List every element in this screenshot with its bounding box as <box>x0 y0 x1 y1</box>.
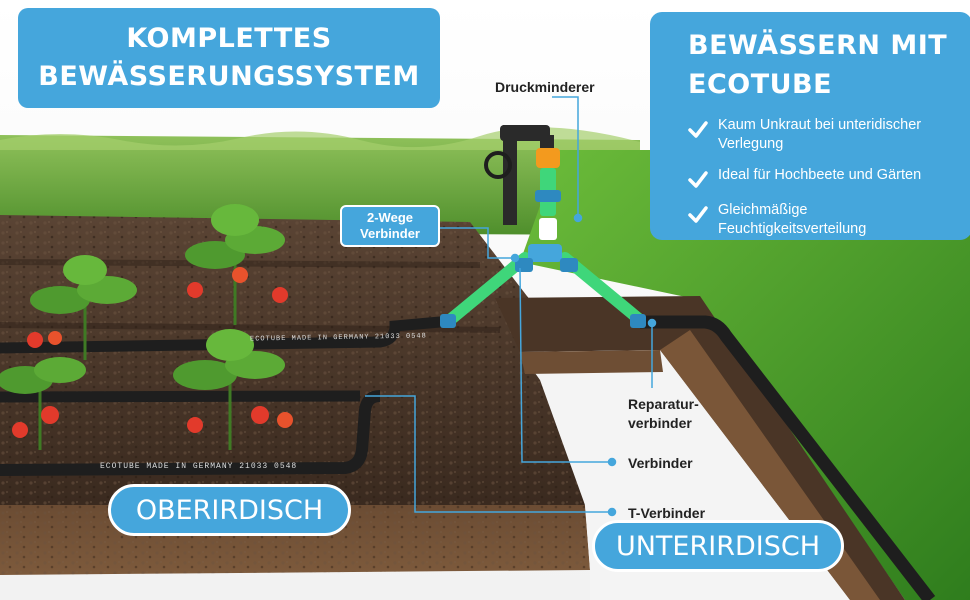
aboveground-badge: OBERIRDISCH <box>108 484 351 536</box>
lawn <box>520 150 970 600</box>
benefit-text: Gleichmäßige <box>718 202 808 218</box>
benefit-text: Ideal für Hochbeete und Gärten <box>718 167 922 183</box>
repair-label-line-2: verbinder <box>628 415 692 431</box>
benefit-text: Verlegung <box>718 136 784 152</box>
repair-connector-label: Reparatur- verbinder <box>628 395 699 433</box>
hose-underground <box>640 315 936 600</box>
repair-label-line-1: Reparatur- <box>628 396 699 412</box>
check-icon <box>688 206 708 223</box>
t-connector-label: T-Verbinder <box>628 505 706 521</box>
benefit-text: Kaum Unkraut bei unteridischer <box>718 117 922 133</box>
tomato-plants <box>0 204 293 450</box>
check-icon <box>688 171 708 188</box>
connector-label: Verbinder <box>628 455 693 471</box>
check-icon <box>688 121 708 138</box>
underground-badge: UNTERIRDISCH <box>592 520 844 572</box>
two-way-label-line-2: Verbinder <box>360 226 420 241</box>
two-way-connector-label: 2-Wege Verbinder <box>340 205 440 247</box>
pressure-reducer-label: Druckminderer <box>495 79 595 95</box>
callout-lines <box>365 96 657 517</box>
two-way-connector <box>440 244 646 328</box>
info-title-line-2: ECOTUBE <box>688 69 833 100</box>
two-way-label-line-1: 2-Wege <box>367 210 413 225</box>
headline-box: KOMPLETTES BEWÄSSERUNGSSYSTEM <box>18 8 440 108</box>
hedge <box>0 135 640 235</box>
hose-aboveground <box>0 316 446 476</box>
benefit-text: Feuchtigkeitsverteilung <box>718 221 867 237</box>
hose-print-front: ECOTUBE MADE IN GERMANY 21033 0548 <box>100 462 298 471</box>
info-title: BEWÄSSERN MIT ECOTUBE <box>688 26 954 104</box>
headline-line-1: KOMPLETTES <box>126 23 332 54</box>
benefit-item: Ideal für Hochbeete und Gärten <box>688 166 954 189</box>
info-panel: BEWÄSSERN MIT ECOTUBE Kaum Unkraut bei u… <box>650 12 970 240</box>
info-title-line-1: BEWÄSSERN MIT <box>688 30 948 61</box>
pressure-reducer <box>484 125 561 240</box>
headline-line-2: BEWÄSSERUNGSSYSTEM <box>38 61 420 92</box>
